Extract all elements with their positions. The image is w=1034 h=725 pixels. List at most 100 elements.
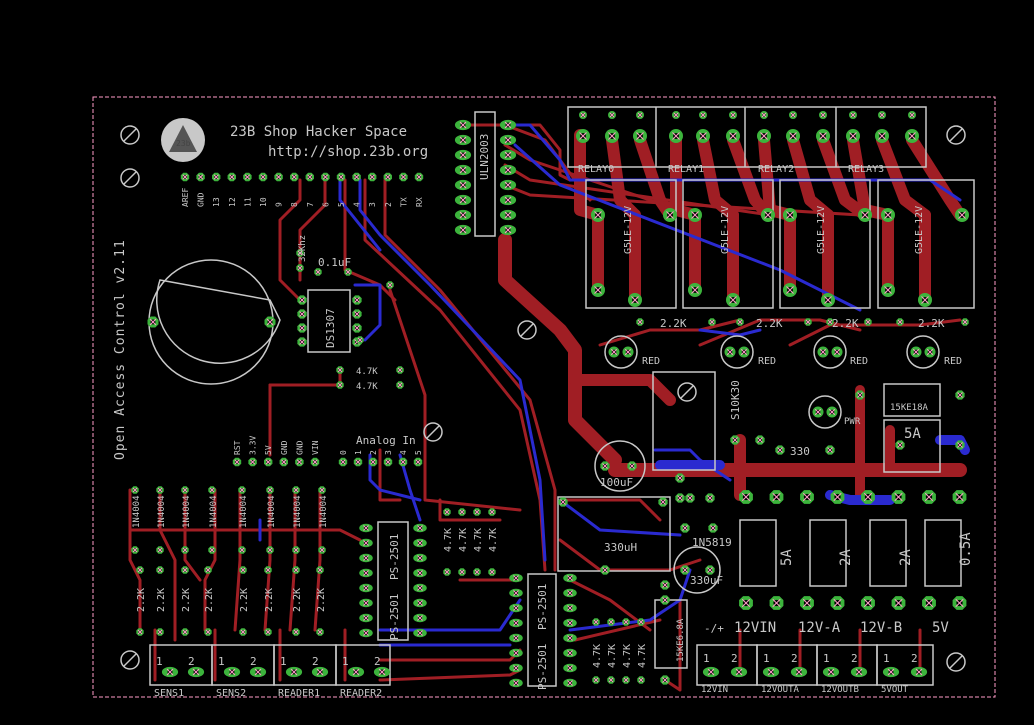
terminal-pin-label: 2 (188, 655, 195, 668)
pad (454, 149, 472, 161)
pad (730, 666, 748, 678)
pad (458, 508, 466, 516)
power-pin-label: GND (295, 440, 304, 455)
pad (232, 457, 242, 467)
r47b-label: 4.7K (356, 382, 378, 392)
pad (454, 164, 472, 176)
pad (239, 628, 247, 636)
inductor-label: 330uH (604, 541, 637, 554)
pad (660, 580, 670, 590)
pwr-led-label: PWR (844, 417, 861, 427)
pad (952, 596, 967, 610)
r47a-label: 4.7K (356, 367, 378, 377)
header-pin-label: 7 (306, 202, 315, 207)
header-pin-label: 8 (290, 202, 299, 207)
pad (605, 129, 619, 143)
analog-pin-label: 2 (369, 450, 378, 455)
pad (881, 283, 895, 297)
pad (454, 134, 472, 146)
pad (861, 596, 875, 610)
pad (563, 648, 577, 658)
pad (736, 318, 744, 326)
pad (762, 666, 780, 678)
pad (830, 490, 845, 504)
pad (826, 406, 838, 418)
pad (729, 111, 737, 119)
pad (636, 318, 644, 326)
pad (413, 628, 427, 638)
pad (726, 129, 740, 143)
pad (739, 596, 753, 610)
pad (592, 676, 600, 684)
pad (413, 583, 427, 593)
pad (637, 618, 645, 626)
pad (359, 613, 373, 623)
mounting-holes (120, 125, 966, 672)
pad (783, 208, 797, 222)
pad (858, 208, 872, 222)
pad (592, 618, 600, 626)
pad (660, 675, 670, 685)
pad (724, 346, 736, 358)
pad (637, 676, 645, 684)
analog-label: Analog In (356, 434, 416, 447)
pad (790, 666, 808, 678)
pad (156, 628, 164, 636)
pad (804, 318, 812, 326)
pad (368, 172, 377, 182)
pad (249, 666, 267, 678)
pad (509, 633, 523, 643)
pad (579, 111, 587, 119)
pad (509, 618, 523, 628)
pad (204, 566, 212, 574)
pad (292, 486, 300, 494)
pad (830, 596, 845, 610)
power-label-1: 12VIN (734, 620, 776, 636)
pad (702, 666, 720, 678)
pad (156, 566, 164, 574)
pad (356, 336, 364, 344)
header-pin-label: GND (197, 192, 206, 207)
pad (296, 264, 304, 272)
sense-res-label: 2.2K (156, 588, 167, 612)
pad (607, 676, 615, 684)
opto-res2-label: 4.7K (592, 644, 603, 668)
opto2-label: PS-2501 (388, 534, 401, 580)
pad (212, 172, 221, 182)
terminal-pin-label: 1 (280, 655, 287, 668)
pad (628, 293, 642, 307)
relay-label: RELAY0 (578, 164, 614, 175)
terminal-pin-label: 1 (156, 655, 163, 668)
pad (924, 346, 936, 358)
terminal-pin-label: 1 (883, 652, 890, 665)
pad (443, 508, 451, 516)
pad (739, 490, 753, 504)
pad (131, 486, 139, 494)
pad (910, 666, 928, 678)
pad (669, 129, 683, 143)
pad (359, 538, 373, 548)
power-label-4: 5V (932, 620, 949, 636)
pad (627, 461, 637, 471)
relay-led-label: RED (758, 356, 776, 367)
pad (699, 111, 707, 119)
reg-label: S10K30 (729, 380, 742, 420)
terminal-pin-label: 2 (731, 652, 738, 665)
board-title: 23B Shop Hacker Space (230, 124, 407, 140)
relay-led-label: RED (944, 356, 962, 367)
terminal-label: 12VIN (701, 685, 728, 695)
pad (318, 486, 326, 494)
pad (413, 523, 427, 533)
cap100-label: 100uF (600, 476, 633, 489)
pad (622, 618, 630, 626)
pad (786, 129, 800, 143)
pad (672, 111, 680, 119)
header-pin-label: 6 (321, 202, 330, 207)
pad (147, 316, 159, 328)
terminal-pin-label: 2 (851, 652, 858, 665)
pad (352, 295, 362, 305)
pad (891, 596, 906, 610)
opto-res2-label: 4.7K (607, 644, 618, 668)
relay-res-label: 2.2K (660, 317, 687, 330)
pad (292, 628, 300, 636)
